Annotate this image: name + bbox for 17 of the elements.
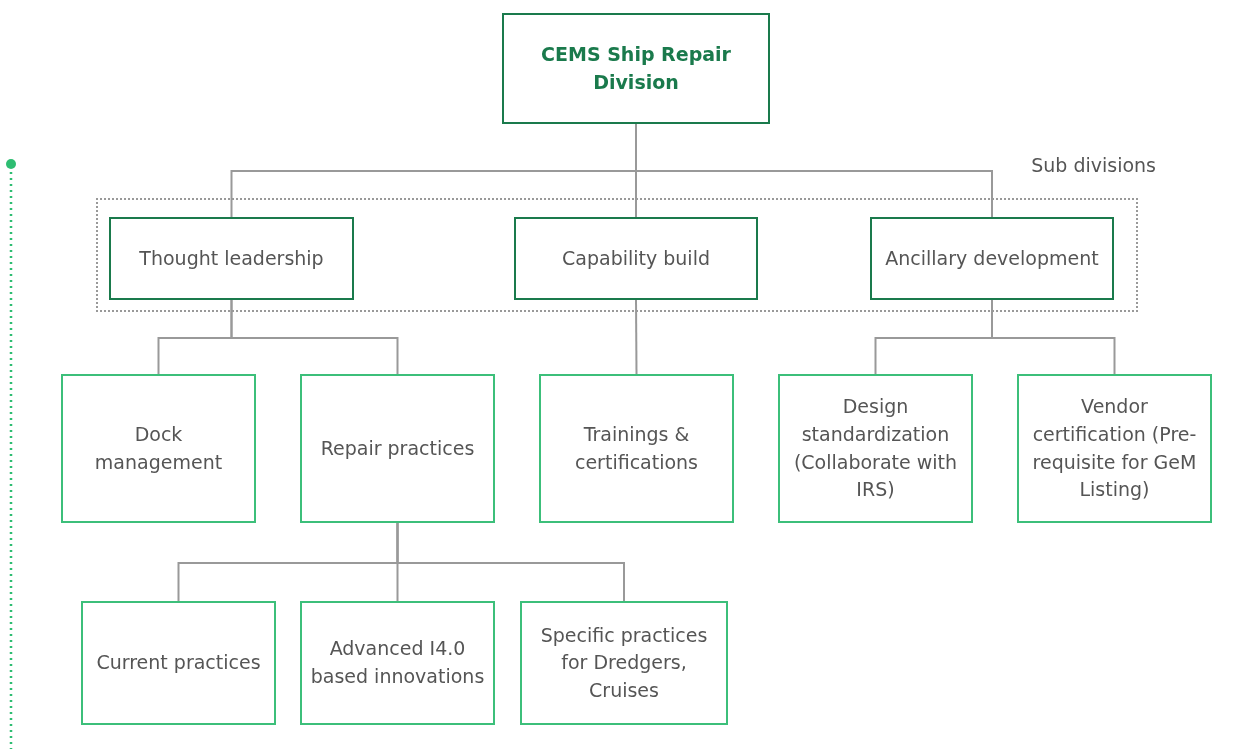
group-heading: Sub divisions [1031,154,1156,176]
root-box: CEMS Ship Repair Division [502,13,770,124]
subdivision-box: Ancillary development [870,217,1114,300]
process-box: Current practices [81,601,276,725]
subdivision-box: Thought leadership [109,217,354,300]
process-box: Dock management [61,374,256,523]
subdivision-box: Capability build [514,217,758,300]
connector-line [991,299,1116,375]
connector-line [230,299,399,375]
process-box: Design standardization (Collaborate with IRS) [778,374,973,523]
process-box: Advanced I4.0 based innovations [300,601,495,725]
connector-line [635,299,638,375]
connector-line [396,522,625,602]
process-box: Trainings & certifications [539,374,734,523]
process-box: Repair practices [300,374,495,523]
process-box: Specific practices for Dredgers, Cruises [520,601,728,725]
process-box: Vendor certification (Pre-requisite for GeM Listing) [1017,374,1212,523]
